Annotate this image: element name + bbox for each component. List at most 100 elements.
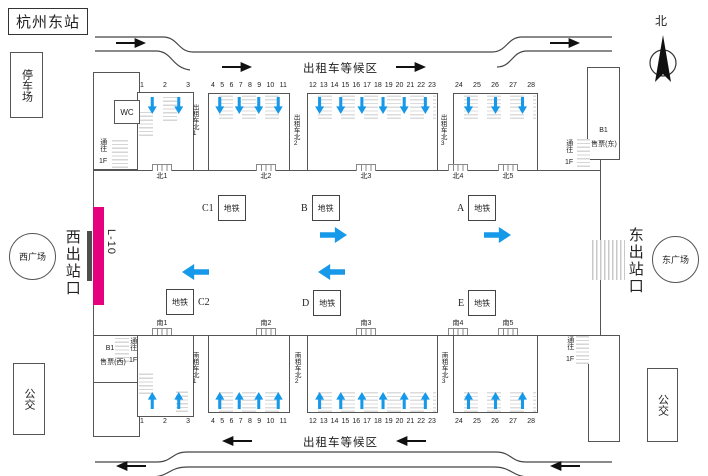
taxi-waiting-area-label-bottom: 出租车等候区	[303, 437, 378, 449]
slot-number: 19	[384, 418, 393, 425]
passage-northwest: 通往 1F	[99, 138, 107, 165]
arrow-up-icon	[518, 392, 527, 409]
slot-number: 19	[384, 82, 393, 89]
metro-entrance: C2 地铁	[166, 289, 210, 315]
slot-number: 12	[309, 418, 317, 425]
parking-slots-icon	[309, 95, 436, 119]
platform-magenta-bar	[93, 207, 104, 305]
slot-number: 11	[279, 418, 287, 425]
slot-number: 23	[428, 418, 436, 425]
door-label: 北4	[452, 173, 464, 180]
arrow-up-icon	[273, 392, 283, 409]
slot-number: 9	[257, 82, 262, 89]
slot-number: 17	[363, 82, 371, 89]
platform-door: 北4	[443, 164, 473, 181]
passage-label: 通往	[129, 337, 137, 351]
slot-number: 1	[140, 82, 144, 89]
door-label: 北1	[156, 173, 168, 180]
metro-label: 地铁	[474, 298, 491, 308]
traffic-arrow-right-icon	[222, 62, 252, 72]
slot-number: 23	[428, 82, 436, 89]
metro-entrance: D 地铁	[302, 290, 342, 316]
flow-arrows-down	[210, 97, 288, 114]
parking-lot-label: 停车场	[10, 52, 43, 118]
bottom-road-upper-line	[95, 451, 612, 463]
parking-slots-icon	[210, 390, 288, 412]
slot-number: 18	[373, 82, 382, 89]
stairs-icon	[577, 139, 590, 167]
slot-number: 21	[406, 82, 415, 89]
taxi-lane-label: 出租车北2	[292, 114, 300, 147]
metro-label: 地铁	[317, 203, 334, 213]
slot-number: 9	[257, 418, 262, 425]
passage-label: 通往	[565, 139, 573, 153]
slot-number: 20	[395, 82, 404, 89]
metro-entrance-letter: C1	[202, 202, 214, 214]
metro-box: 地铁	[313, 290, 342, 316]
platform-door: 南1	[147, 318, 177, 335]
wc-label: WC	[120, 107, 134, 117]
metro-box: 地铁	[166, 289, 194, 315]
slot-number: 15	[341, 82, 350, 89]
ticket-east-b1: B1	[599, 127, 608, 134]
arrow-down-icon	[518, 97, 527, 114]
ticket-west-label: 售票(西)	[100, 359, 126, 366]
door-icon	[152, 164, 172, 171]
arrow-down-icon	[273, 97, 283, 114]
passage-southeast: 通往 1F	[566, 336, 574, 363]
stairs-icon	[139, 112, 153, 136]
arrow-up-icon	[174, 392, 184, 409]
slot-number: 8	[248, 82, 252, 89]
ticket-west-b1: B1	[105, 345, 115, 352]
slot-number: 28	[527, 418, 535, 425]
slot-number: 8	[248, 418, 252, 425]
slot-number: 22	[417, 418, 426, 425]
flow-arrows-down	[139, 97, 192, 114]
east-exit-crosswalk-icon	[592, 240, 625, 280]
passage-label: 通往	[99, 138, 107, 152]
top-road-upper-line	[95, 36, 612, 53]
door-label: 南2	[260, 320, 272, 327]
metro-label: 地铁	[223, 203, 240, 213]
platform-door: 北1	[147, 164, 177, 181]
slot-number: 14	[330, 418, 339, 425]
ticket-east-label: 售票(东)	[591, 141, 617, 148]
taxi-lane-label: 南租车北2	[293, 352, 301, 385]
stairs-icon	[115, 336, 129, 362]
slot-number: 1	[140, 418, 144, 425]
slot-number: 24	[455, 418, 463, 425]
platform-door: 南3	[351, 318, 381, 335]
flow-arrows-down	[455, 97, 536, 114]
stairs-icon	[139, 372, 153, 394]
slot-number: 4	[211, 418, 215, 425]
passage-northeast: 通往 1F	[565, 139, 573, 166]
arrow-up-icon	[215, 392, 225, 409]
slot-number: 25	[473, 82, 481, 89]
arrow-down-icon	[147, 97, 157, 114]
platform-door: 南5	[493, 318, 523, 335]
slot-number: 10	[266, 418, 275, 425]
arrow-down-icon	[234, 97, 244, 114]
metro-label: 地铁	[319, 298, 336, 308]
arrow-up-icon	[147, 392, 157, 409]
traffic-arrow-right-icon	[550, 38, 580, 48]
top-road-lower-left	[95, 50, 191, 71]
taxi-lane-label: 出租车北3	[439, 114, 447, 147]
slot-number: 7	[238, 82, 243, 89]
slot-number: 5	[220, 82, 225, 89]
metro-box: 地铁	[217, 195, 246, 221]
passage-southwest: 通往 1F	[129, 337, 137, 364]
platform-dark-bar	[87, 231, 92, 281]
door-label: 南1	[156, 320, 168, 327]
arrow-down-icon	[399, 97, 409, 114]
slot-number: 2	[163, 82, 167, 89]
stairs-icon	[112, 138, 128, 168]
bus-area-west: 公交	[13, 363, 45, 435]
metro-entrance-letter: D	[302, 297, 310, 309]
wc-room: WC	[114, 100, 140, 124]
slot-number: 22	[417, 82, 426, 89]
metro-entrance-letter: C2	[198, 296, 210, 308]
passage-floor-label: 1F	[99, 157, 108, 165]
slot-number: 26	[491, 82, 499, 89]
